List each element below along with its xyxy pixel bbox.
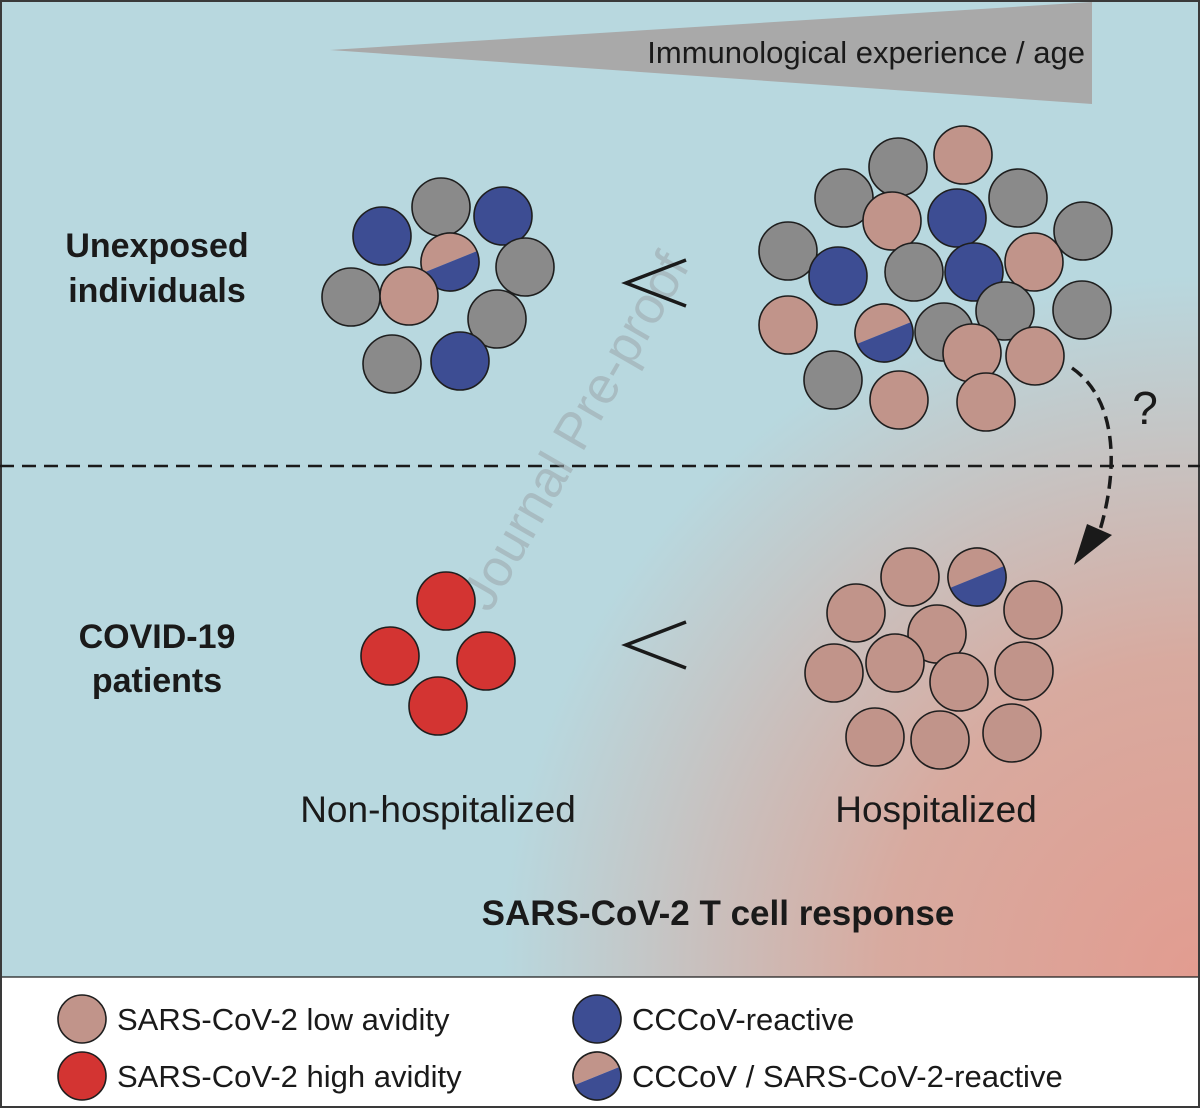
cross-reactive-cell (854, 303, 914, 363)
unrelated-t-cell (868, 137, 928, 197)
less-than-symbol-bottom (621, 620, 687, 670)
cross-reactive-low-avidity-half (855, 304, 911, 344)
low-avidity-cell (869, 370, 929, 430)
unrelated-t-cell (988, 168, 1048, 228)
row-label-covid-line2: patients (92, 662, 222, 700)
low-avidity-cell (862, 191, 922, 251)
unrelated-t-cell (884, 242, 944, 302)
legend-label-low-avidity: SARS-CoV-2 low avidity (117, 1002, 450, 1037)
legend-swatch-cccov-reactive (572, 994, 622, 1044)
row-label-unexposed-line1: Unexposed (65, 227, 248, 265)
low-avidity-cell (982, 703, 1042, 763)
t-cell-groups (321, 125, 1113, 770)
cell-group-non-hospitalized (360, 571, 516, 736)
legend-swatch-low-avidity (57, 994, 107, 1044)
experience-label: Immunological experience / age (647, 35, 1085, 70)
transition-arrow (1070, 366, 1113, 531)
footer-title: SARS-CoV-2 T cell response (482, 894, 955, 933)
legend-swatch-high-avidity (57, 1051, 107, 1101)
row-label-unexposed-line2: individuals (68, 272, 246, 310)
low-avidity-cell (910, 710, 970, 770)
high-avidity-cell (456, 631, 516, 691)
low-avidity-cell (929, 652, 989, 712)
experience-gradient-wedge (330, 2, 1092, 104)
cross-reactive-low-avidity-half (573, 1052, 620, 1085)
low-avidity-cell (1003, 580, 1063, 640)
high-avidity-cell (360, 626, 420, 686)
unrelated-t-cell (803, 350, 863, 410)
unrelated-t-cell (321, 267, 381, 327)
caption-hospitalized: Hospitalized (835, 789, 1037, 830)
caption-non-hospitalized: Non-hospitalized (300, 789, 576, 830)
cross-reactive-cccov-half (950, 566, 1006, 606)
cccov-reactive-cell (927, 188, 987, 248)
unrelated-t-cell (362, 334, 422, 394)
high-avidity-cell (408, 676, 468, 736)
low-avidity-cell (826, 583, 886, 643)
low-avidity-cell (865, 633, 925, 693)
unrelated-t-cell (495, 237, 555, 297)
legend-label-cccov-reactive: CCCoV-reactive (632, 1002, 854, 1037)
cccov-reactive-cell (430, 331, 490, 391)
unrelated-t-cell (758, 221, 818, 281)
cross-reactive-cell (420, 232, 480, 292)
cross-reactive-cccov-half (574, 1067, 621, 1100)
unrelated-t-cell (411, 177, 471, 237)
unrelated-t-cell (814, 168, 874, 228)
low-avidity-cell (758, 295, 818, 355)
low-avidity-cell (994, 641, 1054, 701)
low-avidity-cell (804, 643, 864, 703)
less-than-symbol-top (621, 258, 687, 308)
row-label-covid-line1: COVID-19 (79, 618, 236, 656)
low-avidity-cell (880, 547, 940, 607)
cross-reactive-low-avidity-half (948, 548, 1004, 588)
legend-swatches (57, 994, 622, 1101)
background-panel (0, 0, 1200, 977)
legend-label-cross-reactive: CCCoV / SARS-CoV-2-reactive (632, 1059, 1063, 1094)
low-avidity-cell (845, 707, 905, 767)
low-avidity-cell (1004, 232, 1064, 292)
cccov-reactive-cell (352, 206, 412, 266)
unrelated-t-cell (975, 281, 1035, 341)
question-mark: ? (1132, 382, 1158, 434)
unrelated-t-cell (467, 289, 527, 349)
legend-label-high-avidity: SARS-CoV-2 high avidity (117, 1059, 462, 1094)
low-avidity-cell (933, 125, 993, 185)
cross-reactive-outline (572, 1051, 622, 1101)
high-avidity-cell (416, 571, 476, 631)
cccov-reactive-cell (473, 186, 533, 246)
cross-reactive-cccov-half (423, 251, 479, 291)
cross-reactive-outline (854, 303, 914, 363)
cell-group-hospitalized (804, 547, 1063, 770)
transition-arrowhead (1074, 524, 1112, 565)
cross-reactive-outline (947, 547, 1007, 607)
cell-group-unexposed-large (758, 125, 1113, 432)
cccov-reactive-cell (808, 246, 868, 306)
cross-reactive-cccov-half (857, 322, 913, 362)
cross-reactive-low-avidity-half (421, 233, 477, 273)
low-avidity-cell (1005, 326, 1065, 386)
low-avidity-cell (379, 266, 439, 326)
low-avidity-cell (956, 372, 1016, 432)
cross-reactive-cell (947, 547, 1007, 607)
cell-group-unexposed-small (321, 177, 555, 394)
legend-swatch-cross-reactive (572, 1051, 622, 1101)
unrelated-t-cell (1052, 280, 1112, 340)
unrelated-t-cell (1053, 201, 1113, 261)
